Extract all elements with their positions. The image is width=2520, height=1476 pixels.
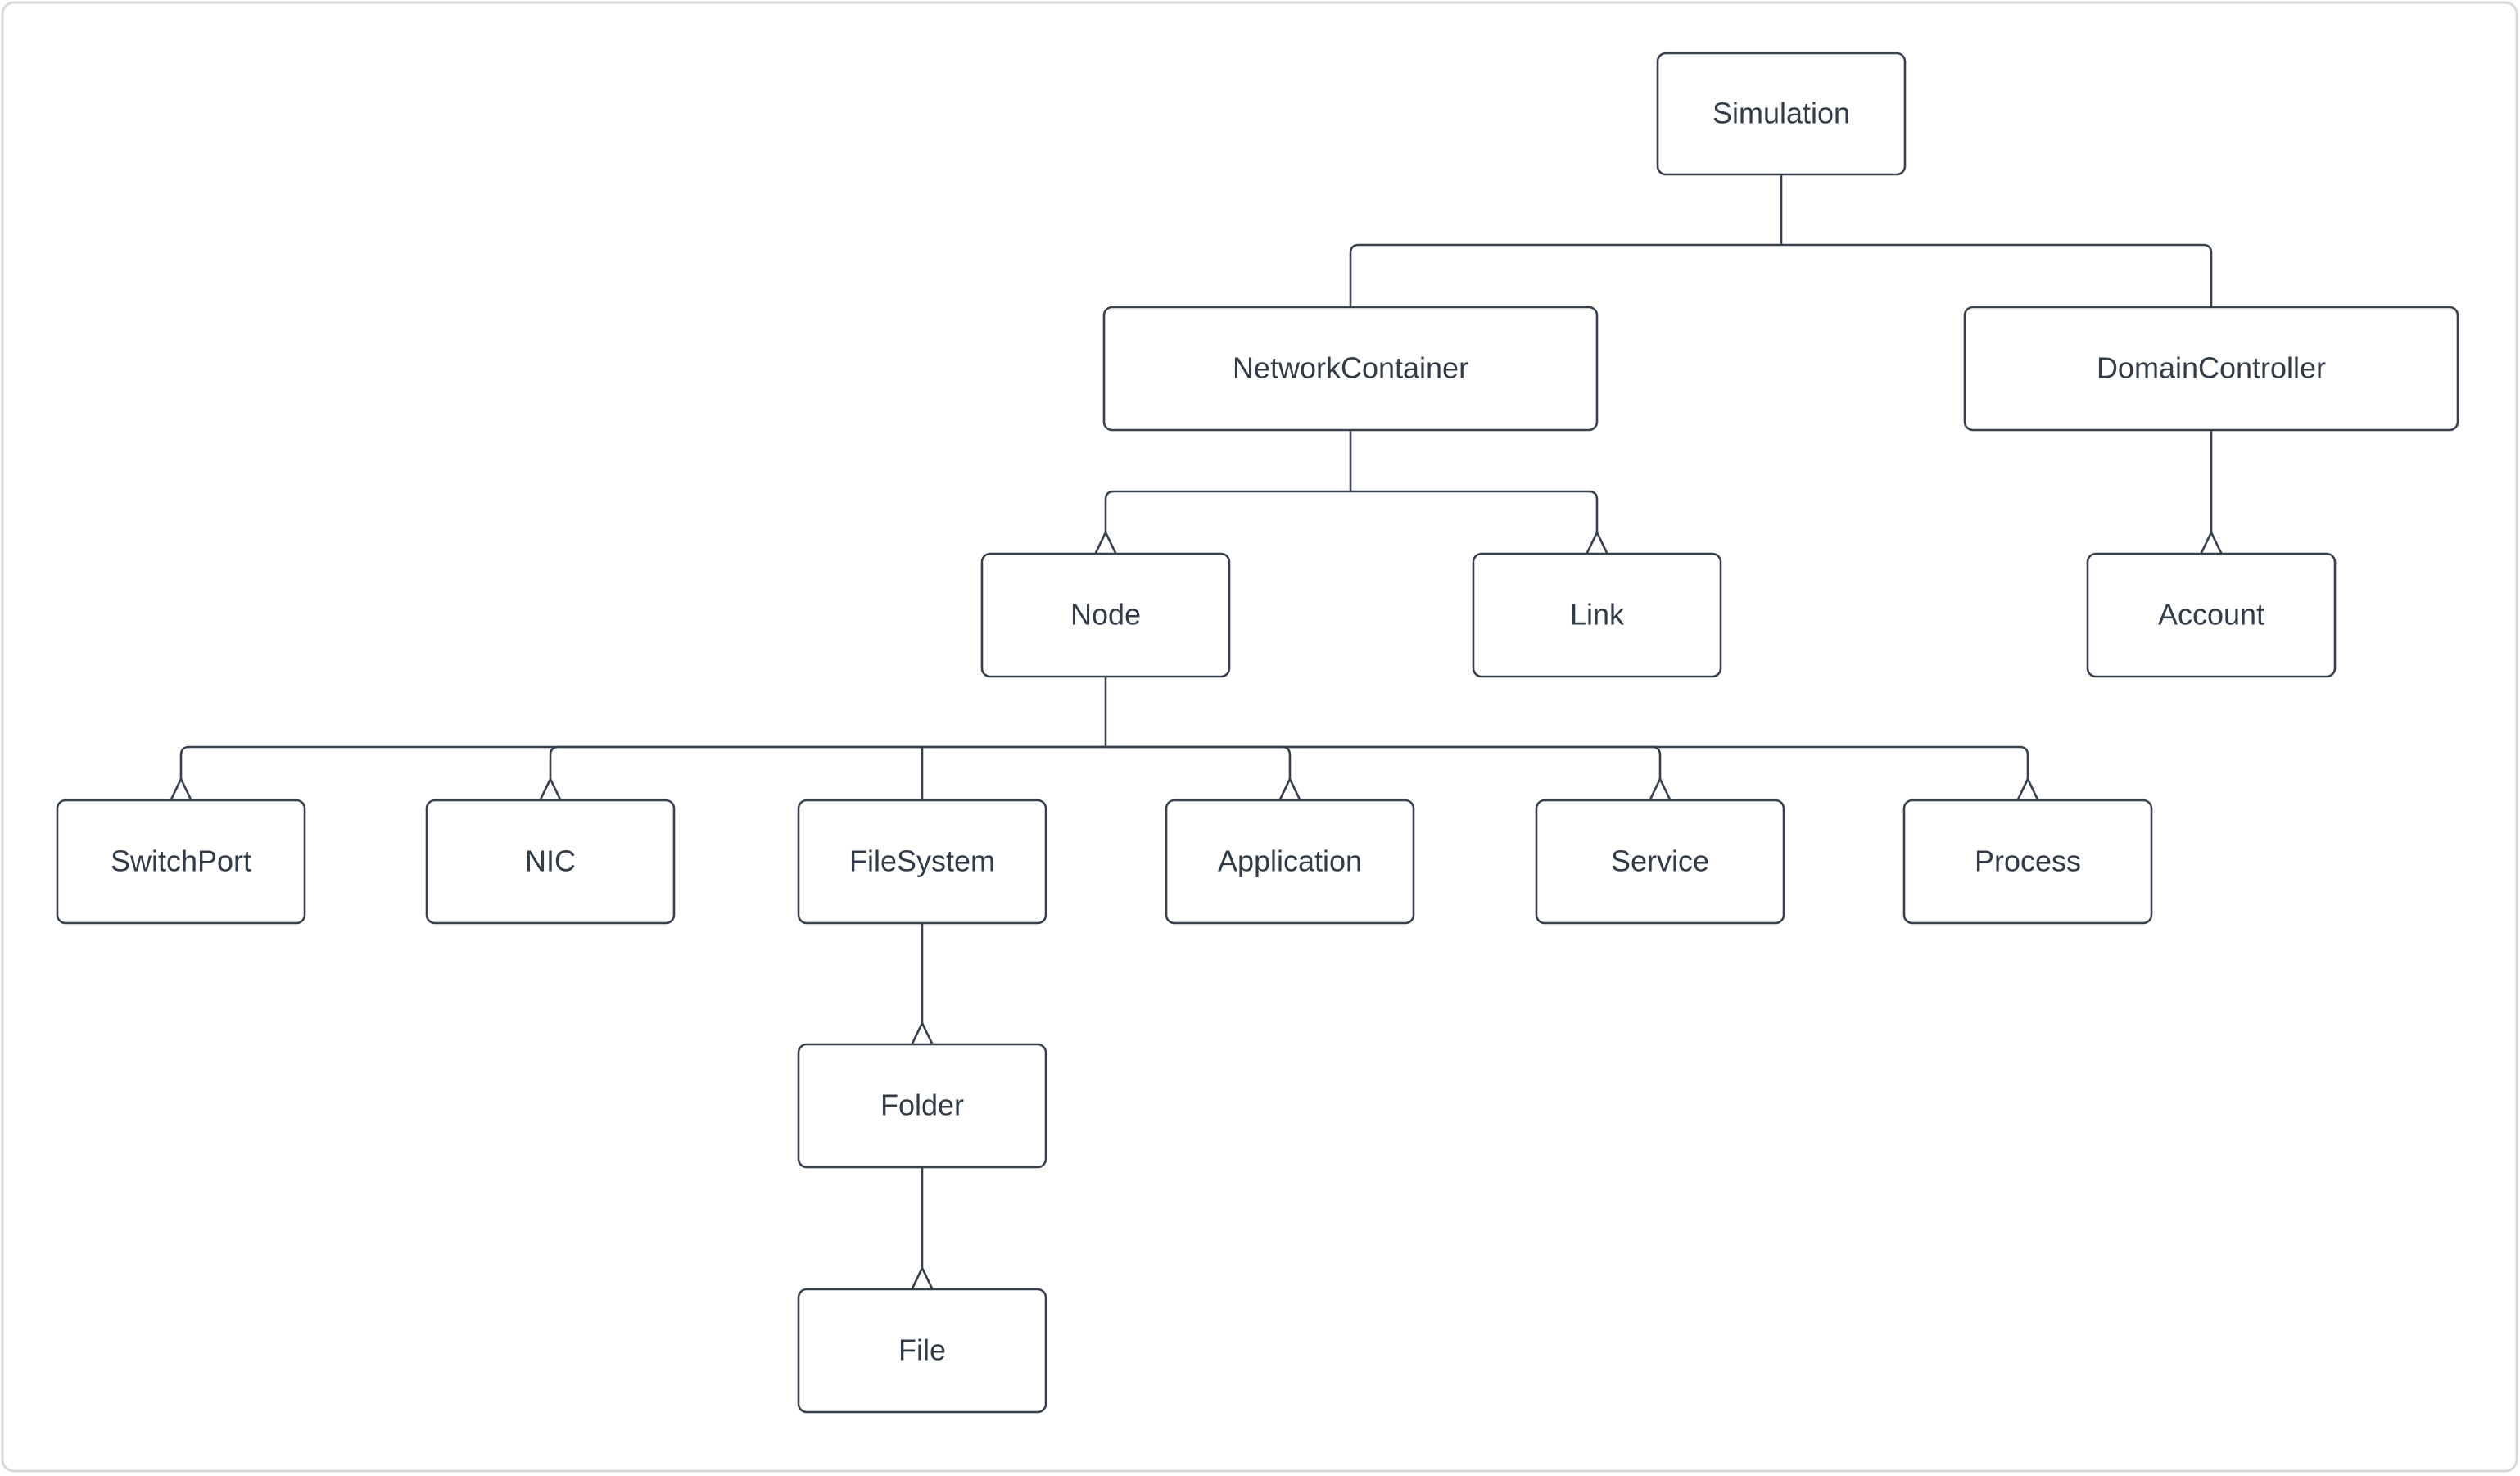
class-box-rect-application[interactable] bbox=[1165, 799, 1415, 925]
class-box-rect-node[interactable] bbox=[980, 552, 1231, 678]
class-label-networkcontainer: NetworkContainer bbox=[1233, 351, 1468, 385]
edge-node-to-process bbox=[1106, 745, 2029, 800]
class-label-filesystem: FileSystem bbox=[849, 844, 995, 878]
class-box-rect-domaincontroller[interactable] bbox=[1963, 306, 2459, 432]
class-box-rect-networkcontainer[interactable] bbox=[1102, 306, 1599, 432]
class-label-service: Service bbox=[1611, 844, 1709, 878]
class-box-process[interactable]: Process bbox=[1902, 799, 2153, 925]
class-box-node[interactable]: Node bbox=[980, 552, 1231, 678]
class-box-rect-switchport[interactable] bbox=[56, 799, 306, 925]
class-label-switchport: SwitchPort bbox=[111, 844, 251, 878]
class-label-link: Link bbox=[1570, 598, 1625, 632]
class-box-rect-folder[interactable] bbox=[797, 1043, 1047, 1169]
class-box-service[interactable]: Service bbox=[1535, 799, 1785, 925]
class-box-rect-service[interactable] bbox=[1535, 799, 1785, 925]
class-label-application: Application bbox=[1218, 844, 1362, 878]
class-box-rect-process[interactable] bbox=[1902, 799, 2153, 925]
class-label-node: Node bbox=[1070, 598, 1141, 632]
class-label-simulation: Simulation bbox=[1712, 97, 1850, 130]
nodes-layer: Simulation NetworkContainer DomainContro… bbox=[56, 52, 2459, 1414]
class-box-rect-nic[interactable] bbox=[425, 799, 676, 925]
class-box-account[interactable]: Account bbox=[2086, 552, 2337, 678]
class-box-link[interactable]: Link bbox=[1472, 552, 1722, 678]
edge-node-to-switchport bbox=[179, 745, 1106, 800]
class-box-application[interactable]: Application bbox=[1165, 799, 1415, 925]
edge-node-to-nic bbox=[549, 745, 1106, 800]
class-box-nic[interactable]: NIC bbox=[425, 799, 676, 925]
class-label-nic: NIC bbox=[525, 844, 576, 878]
class-box-rect-simulation[interactable] bbox=[1656, 52, 1907, 176]
edge-simulation-to-domaincontroller bbox=[1781, 243, 2213, 307]
class-label-file: File bbox=[898, 1333, 946, 1367]
class-box-switchport[interactable]: SwitchPort bbox=[56, 799, 306, 925]
class-label-domaincontroller: DomainController bbox=[2097, 351, 2326, 385]
edge-networkcontainer-to-link bbox=[1350, 490, 1599, 554]
class-box-folder[interactable]: Folder bbox=[797, 1043, 1047, 1169]
edges-layer bbox=[179, 174, 2213, 1289]
class-box-filesystem[interactable]: FileSystem bbox=[797, 799, 1047, 925]
class-box-rect-filesystem[interactable] bbox=[797, 799, 1047, 925]
edge-simulation-to-networkcontainer bbox=[1349, 243, 1781, 307]
class-box-rect-file[interactable] bbox=[797, 1288, 1047, 1414]
class-label-process: Process bbox=[1975, 844, 2081, 878]
class-box-rect-link[interactable] bbox=[1472, 552, 1722, 678]
edge-networkcontainer-to-node bbox=[1104, 490, 1350, 554]
class-box-simulation[interactable]: Simulation bbox=[1656, 52, 1907, 176]
class-label-account: Account bbox=[2158, 598, 2264, 632]
class-box-rect-account[interactable] bbox=[2086, 552, 2337, 678]
class-box-domaincontroller[interactable]: DomainController bbox=[1963, 306, 2459, 432]
class-box-file[interactable]: File bbox=[797, 1288, 1047, 1414]
class-label-folder: Folder bbox=[880, 1089, 964, 1122]
class-box-networkcontainer[interactable]: NetworkContainer bbox=[1102, 306, 1599, 432]
